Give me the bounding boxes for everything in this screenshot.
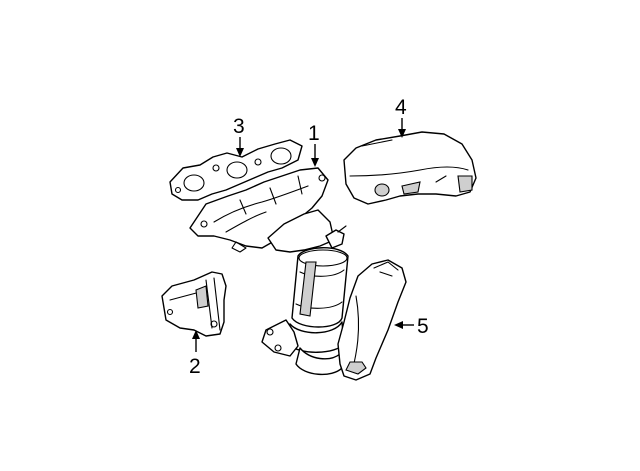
callout-label-4: 4 (395, 96, 407, 119)
part-3-manifold-gasket (169, 139, 303, 201)
callout-label-2: 2 (189, 355, 201, 378)
part-2-lower-heat-shield (161, 271, 227, 337)
part-1-exhaust-manifold (189, 167, 349, 375)
callout-arrow-5 (394, 321, 414, 329)
callout-label-1: 1 (308, 122, 320, 145)
callout-arrow-1 (311, 144, 319, 167)
callout-arrow-2 (192, 330, 200, 352)
callout-arrow-4 (398, 118, 406, 138)
callout-label-3: 3 (233, 115, 245, 138)
part-5-converter-heat-shield (337, 259, 407, 381)
callout-label-5: 5 (417, 315, 429, 338)
callout-arrow-3 (236, 137, 244, 157)
part-4-upper-heat-shield (343, 131, 477, 205)
